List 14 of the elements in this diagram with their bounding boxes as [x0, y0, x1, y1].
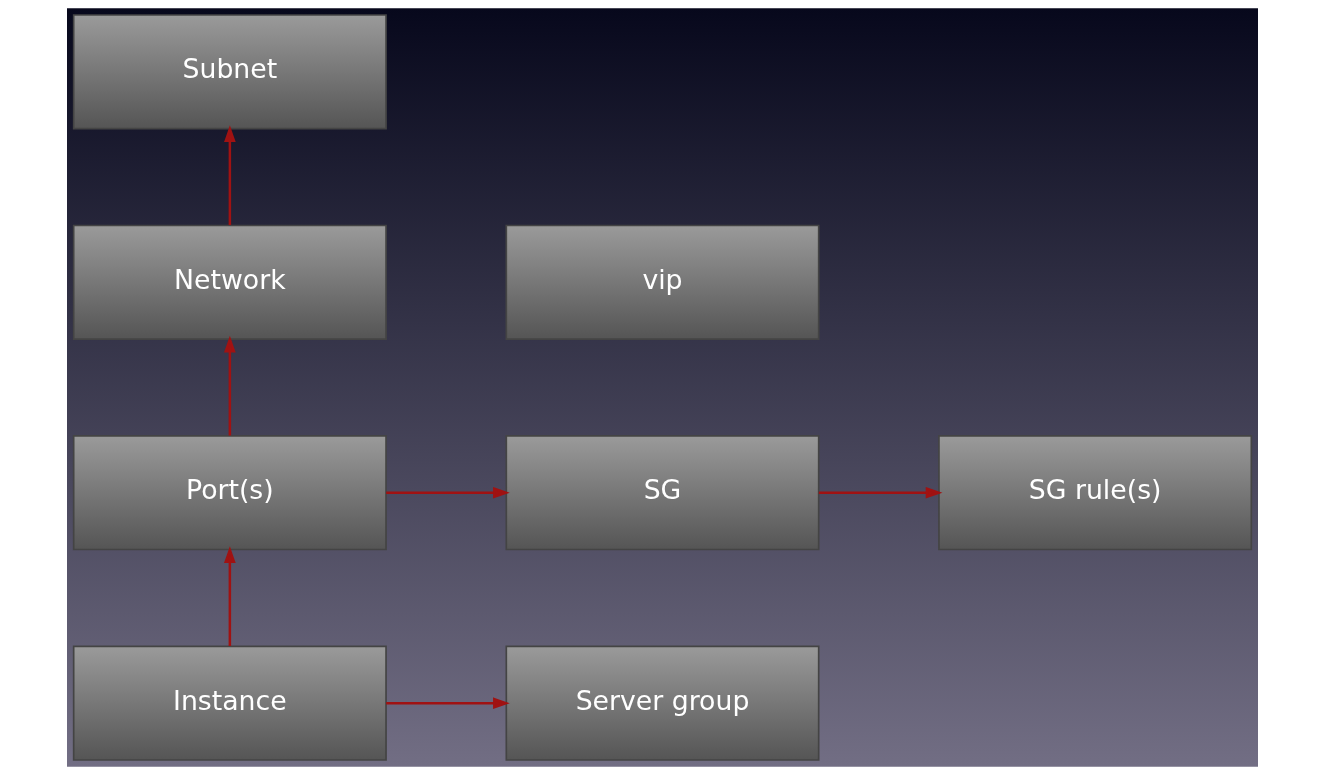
node-box: Subnet — [72, 14, 387, 130]
arrow — [818, 486, 942, 499]
arrow — [223, 125, 236, 226]
node-box: vip — [505, 224, 819, 340]
node-box: SG rule(s) — [937, 435, 1252, 551]
node-box: Network — [72, 224, 387, 340]
node-box: Port(s) — [72, 435, 387, 551]
node-box: Instance — [72, 645, 387, 761]
arrow — [223, 546, 236, 647]
node-box: Server group — [505, 645, 819, 761]
arrow — [223, 335, 236, 436]
arrow — [385, 697, 510, 710]
node-box: SG — [505, 435, 819, 551]
arrow — [385, 486, 510, 499]
